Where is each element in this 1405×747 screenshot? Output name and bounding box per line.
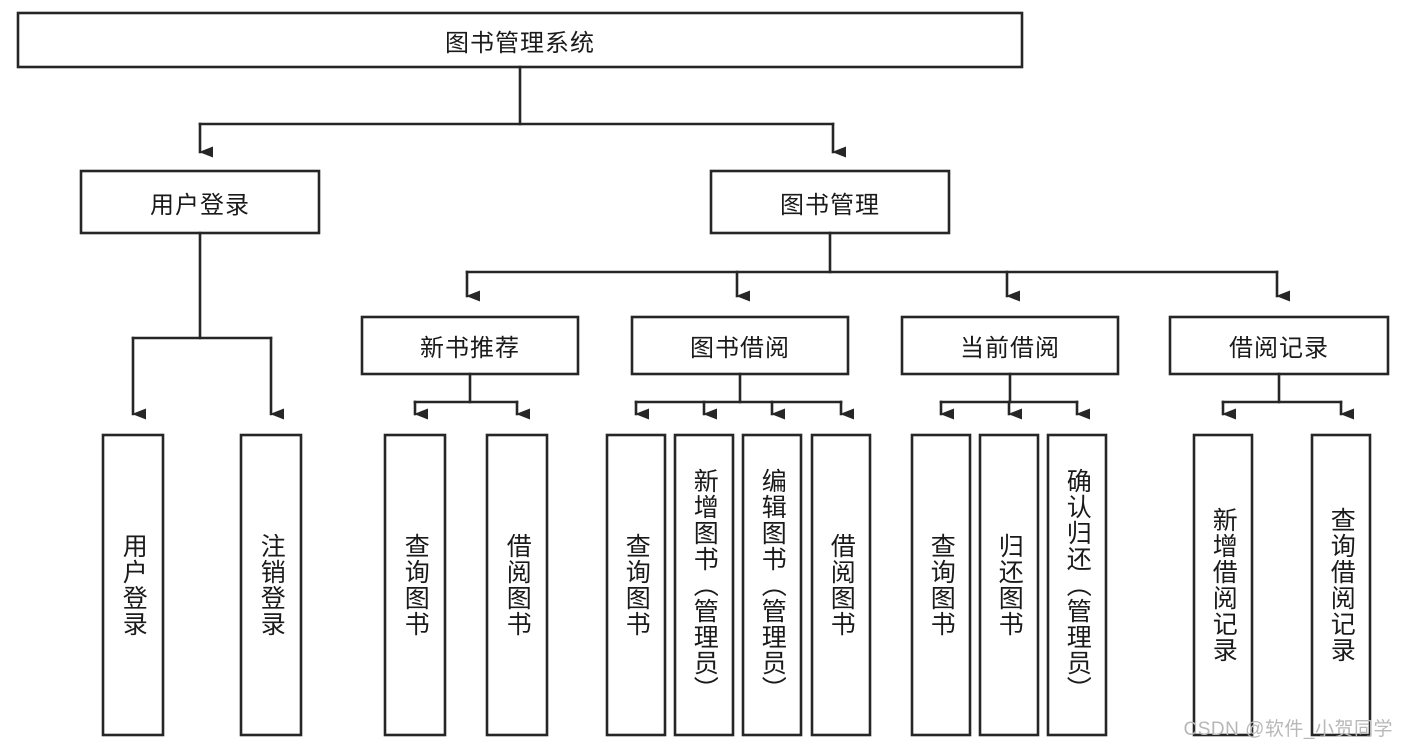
node-borrow-record[interactable] bbox=[1168, 315, 1390, 376]
leaf-box-user-login-1[interactable] bbox=[239, 433, 303, 737]
node-borrow-record-label-wrap: 借阅记录 bbox=[1170, 317, 1388, 374]
node-root-label: 图书管理系统 bbox=[445, 29, 595, 57]
leaf-box-book-borrow-2[interactable] bbox=[741, 433, 803, 737]
leaf-box-book-borrow-3[interactable] bbox=[810, 433, 872, 737]
leaf-box-new-book-0[interactable] bbox=[383, 433, 447, 737]
node-root-label-wrap: 图书管理系统 bbox=[18, 13, 1022, 67]
watermark: CSDN @软件_小贺同学 bbox=[1183, 719, 1393, 740]
node-book-borrow-label: 图书借阅 bbox=[690, 335, 790, 362]
node-root[interactable] bbox=[16, 11, 1024, 69]
node-book-manage[interactable] bbox=[709, 169, 951, 235]
node-new-book-recommend[interactable] bbox=[360, 315, 580, 376]
leaf-box-new-book-1[interactable] bbox=[485, 433, 549, 737]
node-user-login-label-wrap: 用户登录 bbox=[81, 171, 319, 233]
leaf-box-borrow-record-1[interactable] bbox=[1310, 433, 1372, 737]
node-book-borrow[interactable] bbox=[630, 315, 850, 376]
leaf-box-current-borrow-0[interactable] bbox=[910, 433, 972, 737]
node-new-book-recommend-label: 新书推荐 bbox=[420, 335, 520, 362]
node-current-borrow-label-wrap: 当前借阅 bbox=[902, 317, 1118, 374]
leaf-box-book-borrow-1[interactable] bbox=[673, 433, 735, 737]
node-user-login-label: 用户登录 bbox=[150, 191, 250, 219]
leaf-box-book-borrow-0[interactable] bbox=[605, 433, 667, 737]
node-book-manage-label-wrap: 图书管理 bbox=[711, 171, 949, 233]
node-current-borrow[interactable] bbox=[900, 315, 1120, 376]
node-book-borrow-label-wrap: 图书借阅 bbox=[632, 317, 848, 374]
leaf-box-current-borrow-1[interactable] bbox=[978, 433, 1040, 737]
node-current-borrow-label: 当前借阅 bbox=[960, 335, 1060, 362]
leaf-box-current-borrow-2[interactable] bbox=[1046, 433, 1108, 737]
leaf-box-borrow-record-0[interactable] bbox=[1192, 433, 1254, 737]
leaf-box-user-login-0[interactable] bbox=[101, 433, 165, 737]
node-new-book-recommend-label-wrap: 新书推荐 bbox=[362, 317, 578, 374]
node-book-manage-label: 图书管理 bbox=[780, 191, 880, 219]
node-borrow-record-label: 借阅记录 bbox=[1229, 335, 1329, 362]
